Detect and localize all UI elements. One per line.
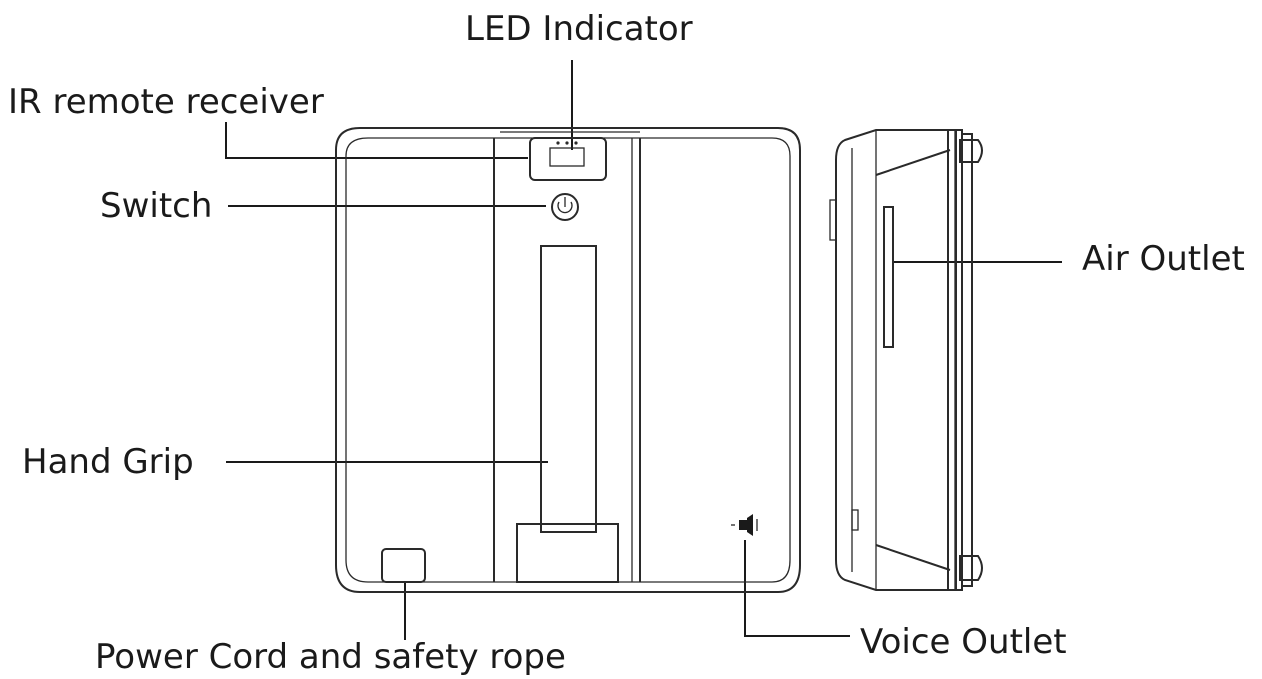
power-switch-icon (551, 193, 579, 221)
leader-ir-remote-receiver (225, 122, 528, 159)
led-indicator-icon (529, 137, 607, 181)
label-switch: Switch (100, 186, 212, 226)
speaker-icon (731, 514, 758, 536)
label-power-cord: Power Cord and safety rope (95, 637, 566, 677)
air-outlet-slot (883, 206, 894, 348)
device-side-view (829, 129, 983, 591)
label-voice-outlet: Voice Outlet (860, 622, 1067, 662)
device-front-view (335, 127, 801, 593)
label-hand-grip: Hand Grip (22, 442, 194, 482)
label-air-outlet: Air Outlet (1082, 239, 1245, 279)
power-cord-socket (381, 548, 426, 583)
label-led-indicator: LED Indicator (465, 9, 693, 49)
label-ir-remote-receiver: IR remote receiver (8, 82, 324, 122)
hand-grip (516, 245, 619, 583)
leader-voice-outlet (744, 540, 850, 637)
